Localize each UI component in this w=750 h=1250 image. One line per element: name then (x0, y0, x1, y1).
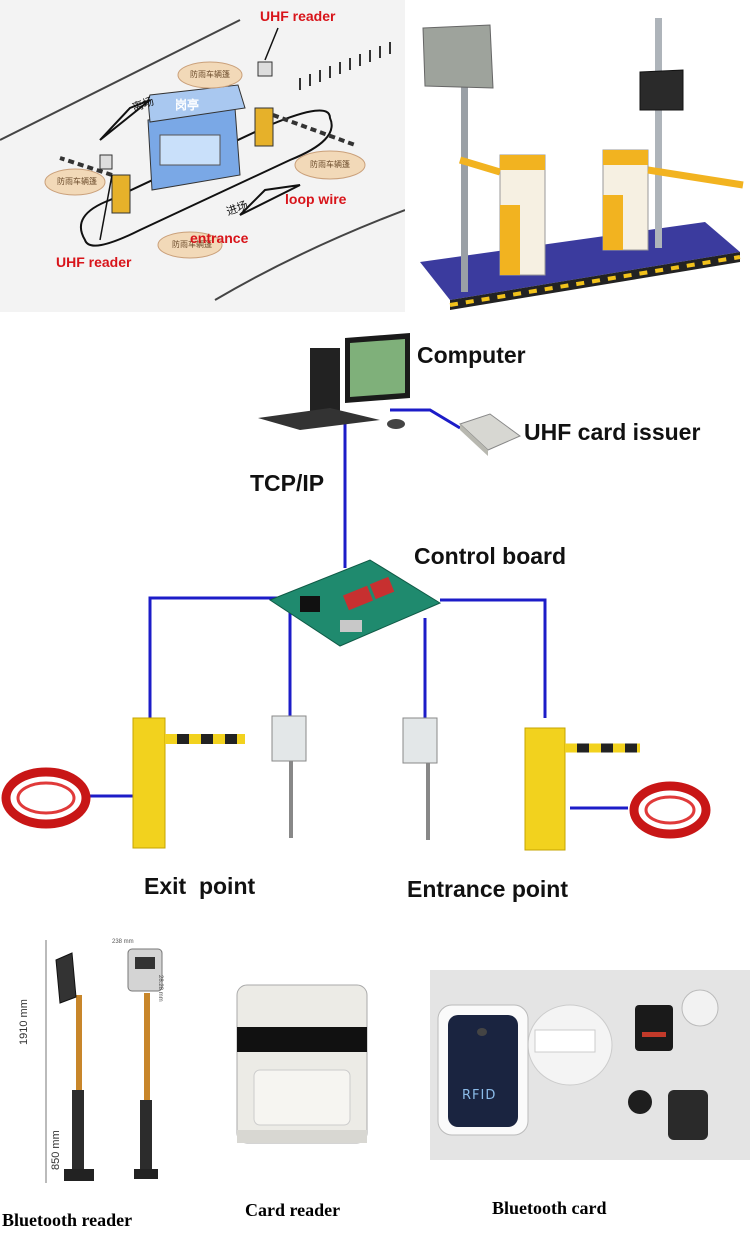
road-sign-4: 防雨车辆篷 (172, 240, 212, 249)
bluetooth-reader-drawing (45, 940, 163, 1183)
bluetooth-card-drawing (437, 989, 719, 1140)
entrance-barrier-gate (524, 727, 640, 851)
barrier-gate-drawing (420, 18, 744, 310)
road-sign-1: 防雨车辆篷 (190, 70, 230, 79)
entrance-loop-coil (629, 781, 711, 839)
rfid-label: RFID (462, 1088, 497, 1103)
bluetooth-reader-product: 1910 mm 850 mm 238 mm 28.28 mm (0, 935, 200, 1205)
network-diagram-drawing (1, 333, 711, 851)
uhf-reader-bottom-label: UHF reader (56, 254, 132, 270)
exit-loop-coil (1, 767, 91, 829)
road-sign-3: 防雨车辆篷 (57, 177, 97, 186)
computer-device (258, 333, 410, 430)
dim-width: 238 mm (112, 939, 134, 945)
card-reader-drawing (236, 984, 368, 1144)
tcp-ip-label: TCP/IP (250, 470, 325, 496)
barrier-gate-photo (405, 0, 750, 312)
road-sign-2: 防雨车辆篷 (310, 160, 350, 169)
uhf-reader-top-label: UHF reader (260, 8, 336, 24)
toll-booth (147, 84, 246, 191)
loop-wire-label: loop wire (285, 191, 347, 207)
parking-layout-illustration: 岗亭 离场 进场 防雨车辆篷 防雨车辆篷 防雨车辆篷 防雨车辆篷 UHF rea… (0, 0, 405, 312)
booth-sign: 岗亭 (175, 98, 200, 112)
network-diagram: Computer UHF card issuer TCP/IP Control … (0, 318, 750, 928)
exit-point-label: Exit point (144, 873, 256, 899)
entrance-point-label: Entrance point (407, 876, 569, 902)
card-issuer-label: UHF card issuer (524, 419, 701, 445)
uhf-card-issuer-device (459, 413, 521, 456)
entrance-label: entrance (190, 230, 249, 246)
uhf-reader-top-device (257, 61, 273, 77)
exit-barrier-gate (132, 717, 245, 849)
entrance-barrier (254, 107, 356, 147)
bluetooth-reader-label: Bluetooth reader (2, 1210, 133, 1230)
exit-barrier (59, 156, 131, 214)
dim-height-lower: 850 mm (50, 1130, 62, 1170)
dim-height-total: 1910 mm (18, 999, 30, 1045)
uhf-reader-bottom-device (99, 154, 113, 170)
exit-uhf-reader (271, 715, 307, 838)
control-board-label: Control board (414, 543, 567, 569)
card-reader-label: Card reader (245, 1200, 341, 1220)
card-reader-product (232, 980, 372, 1150)
bluetooth-card-product: RFID (430, 970, 750, 1160)
computer-label: Computer (417, 342, 526, 368)
control-board-device (268, 559, 442, 647)
network-cables (90, 408, 628, 810)
bluetooth-card-label: Bluetooth card (492, 1198, 607, 1218)
dim-depth: 28.28 mm (157, 975, 163, 1002)
entrance-uhf-reader (402, 717, 438, 840)
parking-layout-drawing (0, 19, 405, 301)
